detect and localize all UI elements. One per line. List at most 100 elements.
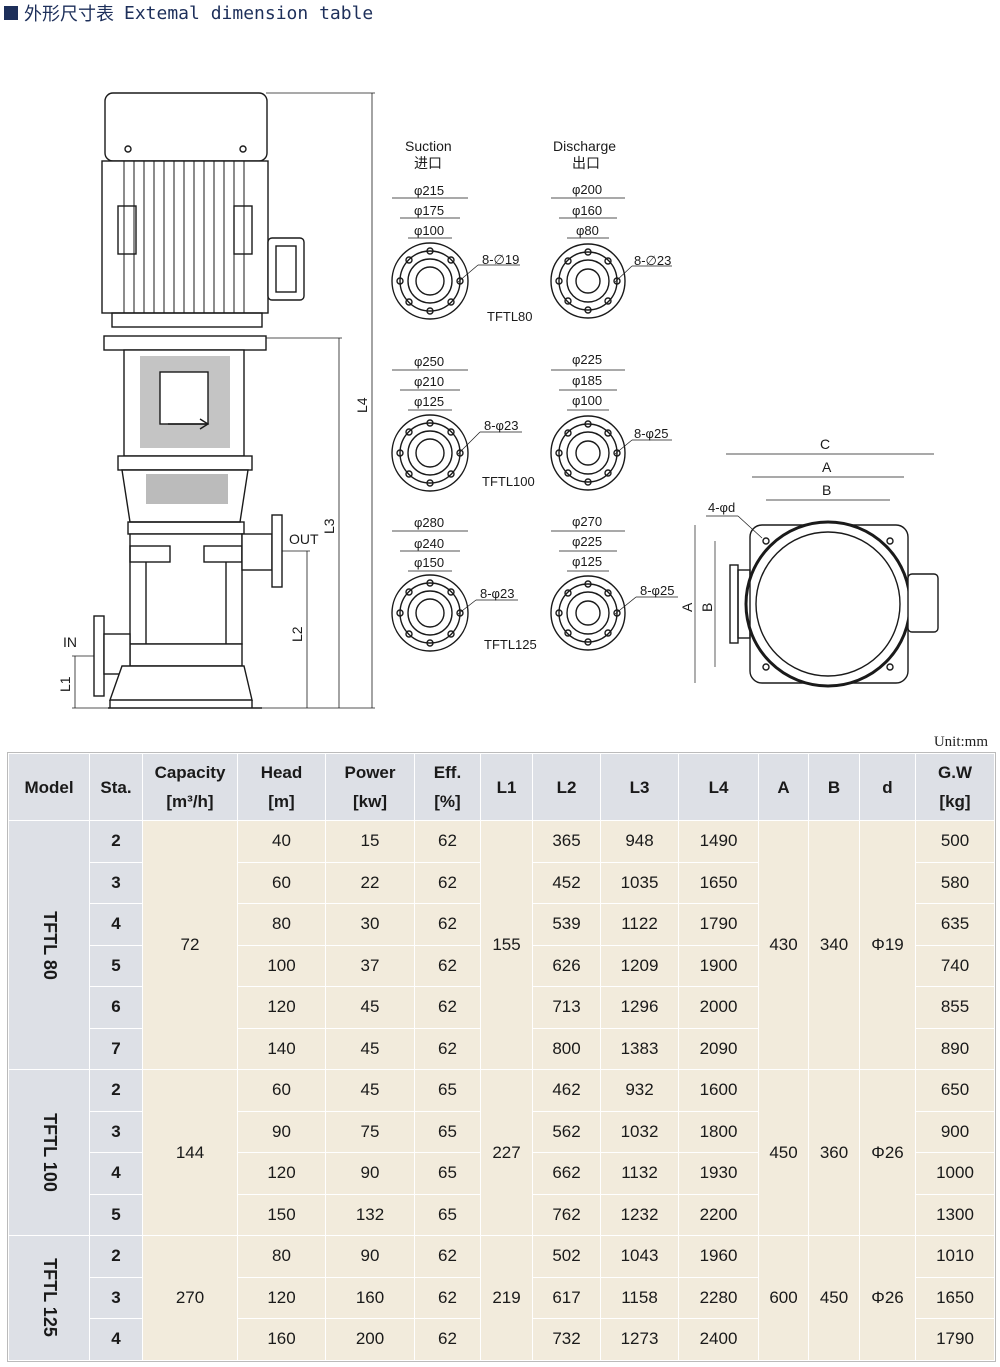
l4-label: L4 [354, 397, 370, 413]
eff-cell: 62 [414, 944, 481, 987]
l2-cell: 562 [532, 1110, 601, 1153]
dim-label: φ280 [414, 515, 444, 530]
l4-cell: 1490 [678, 820, 759, 863]
pump-side-view [93, 92, 305, 709]
l4-cell: 1650 [678, 861, 759, 904]
dim-label: φ200 [572, 182, 602, 197]
l3-cell: 1035 [600, 861, 679, 904]
header-d: d [859, 753, 916, 821]
l2-cell: 539 [532, 903, 601, 946]
l2-cell: 662 [532, 1152, 601, 1195]
dimension-table: Model Sta. Capacity[m³/h] Head[m] Power[… [7, 752, 996, 1362]
d-cell: Φ19 [859, 820, 916, 1070]
capacity-cell: 72 [142, 820, 238, 1070]
b-side-label: B [699, 603, 715, 612]
l1-cell: 155 [480, 820, 533, 1070]
d-cell: Φ26 [859, 1069, 916, 1236]
header-eff: Eff.[%] [414, 753, 481, 821]
capacity-cell: 144 [142, 1069, 238, 1236]
l3-cell: 1158 [600, 1276, 679, 1319]
head-cell: 120 [237, 1152, 326, 1195]
l1-cell: 219 [480, 1235, 533, 1361]
gw-cell: 1010 [915, 1235, 995, 1278]
gw-cell: 1790 [915, 1318, 995, 1361]
l2-cell: 732 [532, 1318, 601, 1361]
dim-label: φ185 [572, 373, 602, 388]
sta-cell: 4 [89, 1318, 143, 1361]
gw-cell: 580 [915, 861, 995, 904]
l4-cell: 2090 [678, 1027, 759, 1070]
header-l1: L1 [480, 753, 533, 821]
l2-cell: 502 [532, 1235, 601, 1278]
l4-cell: 1960 [678, 1235, 759, 1278]
discharge-label-en: Discharge [553, 138, 616, 154]
suction-label-cn: 进口 [414, 155, 442, 171]
bolt-label: 8-φ25 [640, 583, 674, 598]
l2-cell: 762 [532, 1193, 601, 1236]
header-sta: Sta. [89, 753, 143, 821]
l3-cell: 1122 [600, 903, 679, 946]
sta-cell: 2 [89, 1235, 143, 1278]
bolt-label: 8-∅23 [634, 253, 671, 268]
power-cell: 160 [325, 1276, 415, 1319]
power-cell: 15 [325, 820, 415, 863]
power-cell: 45 [325, 1069, 415, 1112]
dim-label: φ250 [414, 354, 444, 369]
header-b: B [808, 753, 860, 821]
dim-label: φ160 [572, 203, 602, 218]
a-side-label: A [679, 602, 695, 612]
eff-cell: 65 [414, 1069, 481, 1112]
page-title: 外形尺寸表 Extemal dimension table [0, 0, 373, 26]
l3-cell: 1043 [600, 1235, 679, 1278]
header-head: Head[m] [237, 753, 326, 821]
d-cell: Φ26 [859, 1235, 916, 1361]
head-cell: 100 [237, 944, 326, 987]
eff-cell: 62 [414, 820, 481, 863]
table-header-row: Model Sta. Capacity[m³/h] Head[m] Power[… [8, 753, 995, 821]
power-cell: 22 [325, 861, 415, 904]
gw-cell: 900 [915, 1110, 995, 1153]
head-cell: 120 [237, 986, 326, 1029]
gw-cell: 890 [915, 1027, 995, 1070]
l3-cell: 948 [600, 820, 679, 863]
sta-cell: 4 [89, 1152, 143, 1195]
power-cell: 132 [325, 1193, 415, 1236]
sta-cell: 3 [89, 1276, 143, 1319]
sta-cell: 5 [89, 1193, 143, 1236]
b-label: B [822, 482, 831, 498]
l3-cell: 1209 [600, 944, 679, 987]
l3-cell: 1032 [600, 1110, 679, 1153]
dim-label: φ210 [414, 374, 444, 389]
l3-cell: 932 [600, 1069, 679, 1112]
head-cell: 80 [237, 903, 326, 946]
bolt-label: 8-φ25 [634, 426, 668, 441]
head-cell: 60 [237, 861, 326, 904]
eff-cell: 62 [414, 861, 481, 904]
sta-cell: 3 [89, 861, 143, 904]
l3-cell: 1132 [600, 1152, 679, 1195]
model-cell: TFTL 125 [8, 1235, 90, 1361]
flange-tftl100-discharge [550, 415, 626, 491]
header-a: A [758, 753, 809, 821]
model-cell: TFTL 80 [8, 820, 90, 1070]
suction-label-en: Suction [405, 138, 452, 154]
eff-cell: 62 [414, 1318, 481, 1361]
power-cell: 45 [325, 1027, 415, 1070]
bolt-label: 8-∅19 [482, 252, 519, 267]
sta-cell: 4 [89, 903, 143, 946]
eff-cell: 65 [414, 1152, 481, 1195]
l4-cell: 1800 [678, 1110, 759, 1153]
head-cell: 150 [237, 1193, 326, 1236]
l2-cell: 452 [532, 861, 601, 904]
power-cell: 45 [325, 986, 415, 1029]
dim-label: φ215 [414, 183, 444, 198]
